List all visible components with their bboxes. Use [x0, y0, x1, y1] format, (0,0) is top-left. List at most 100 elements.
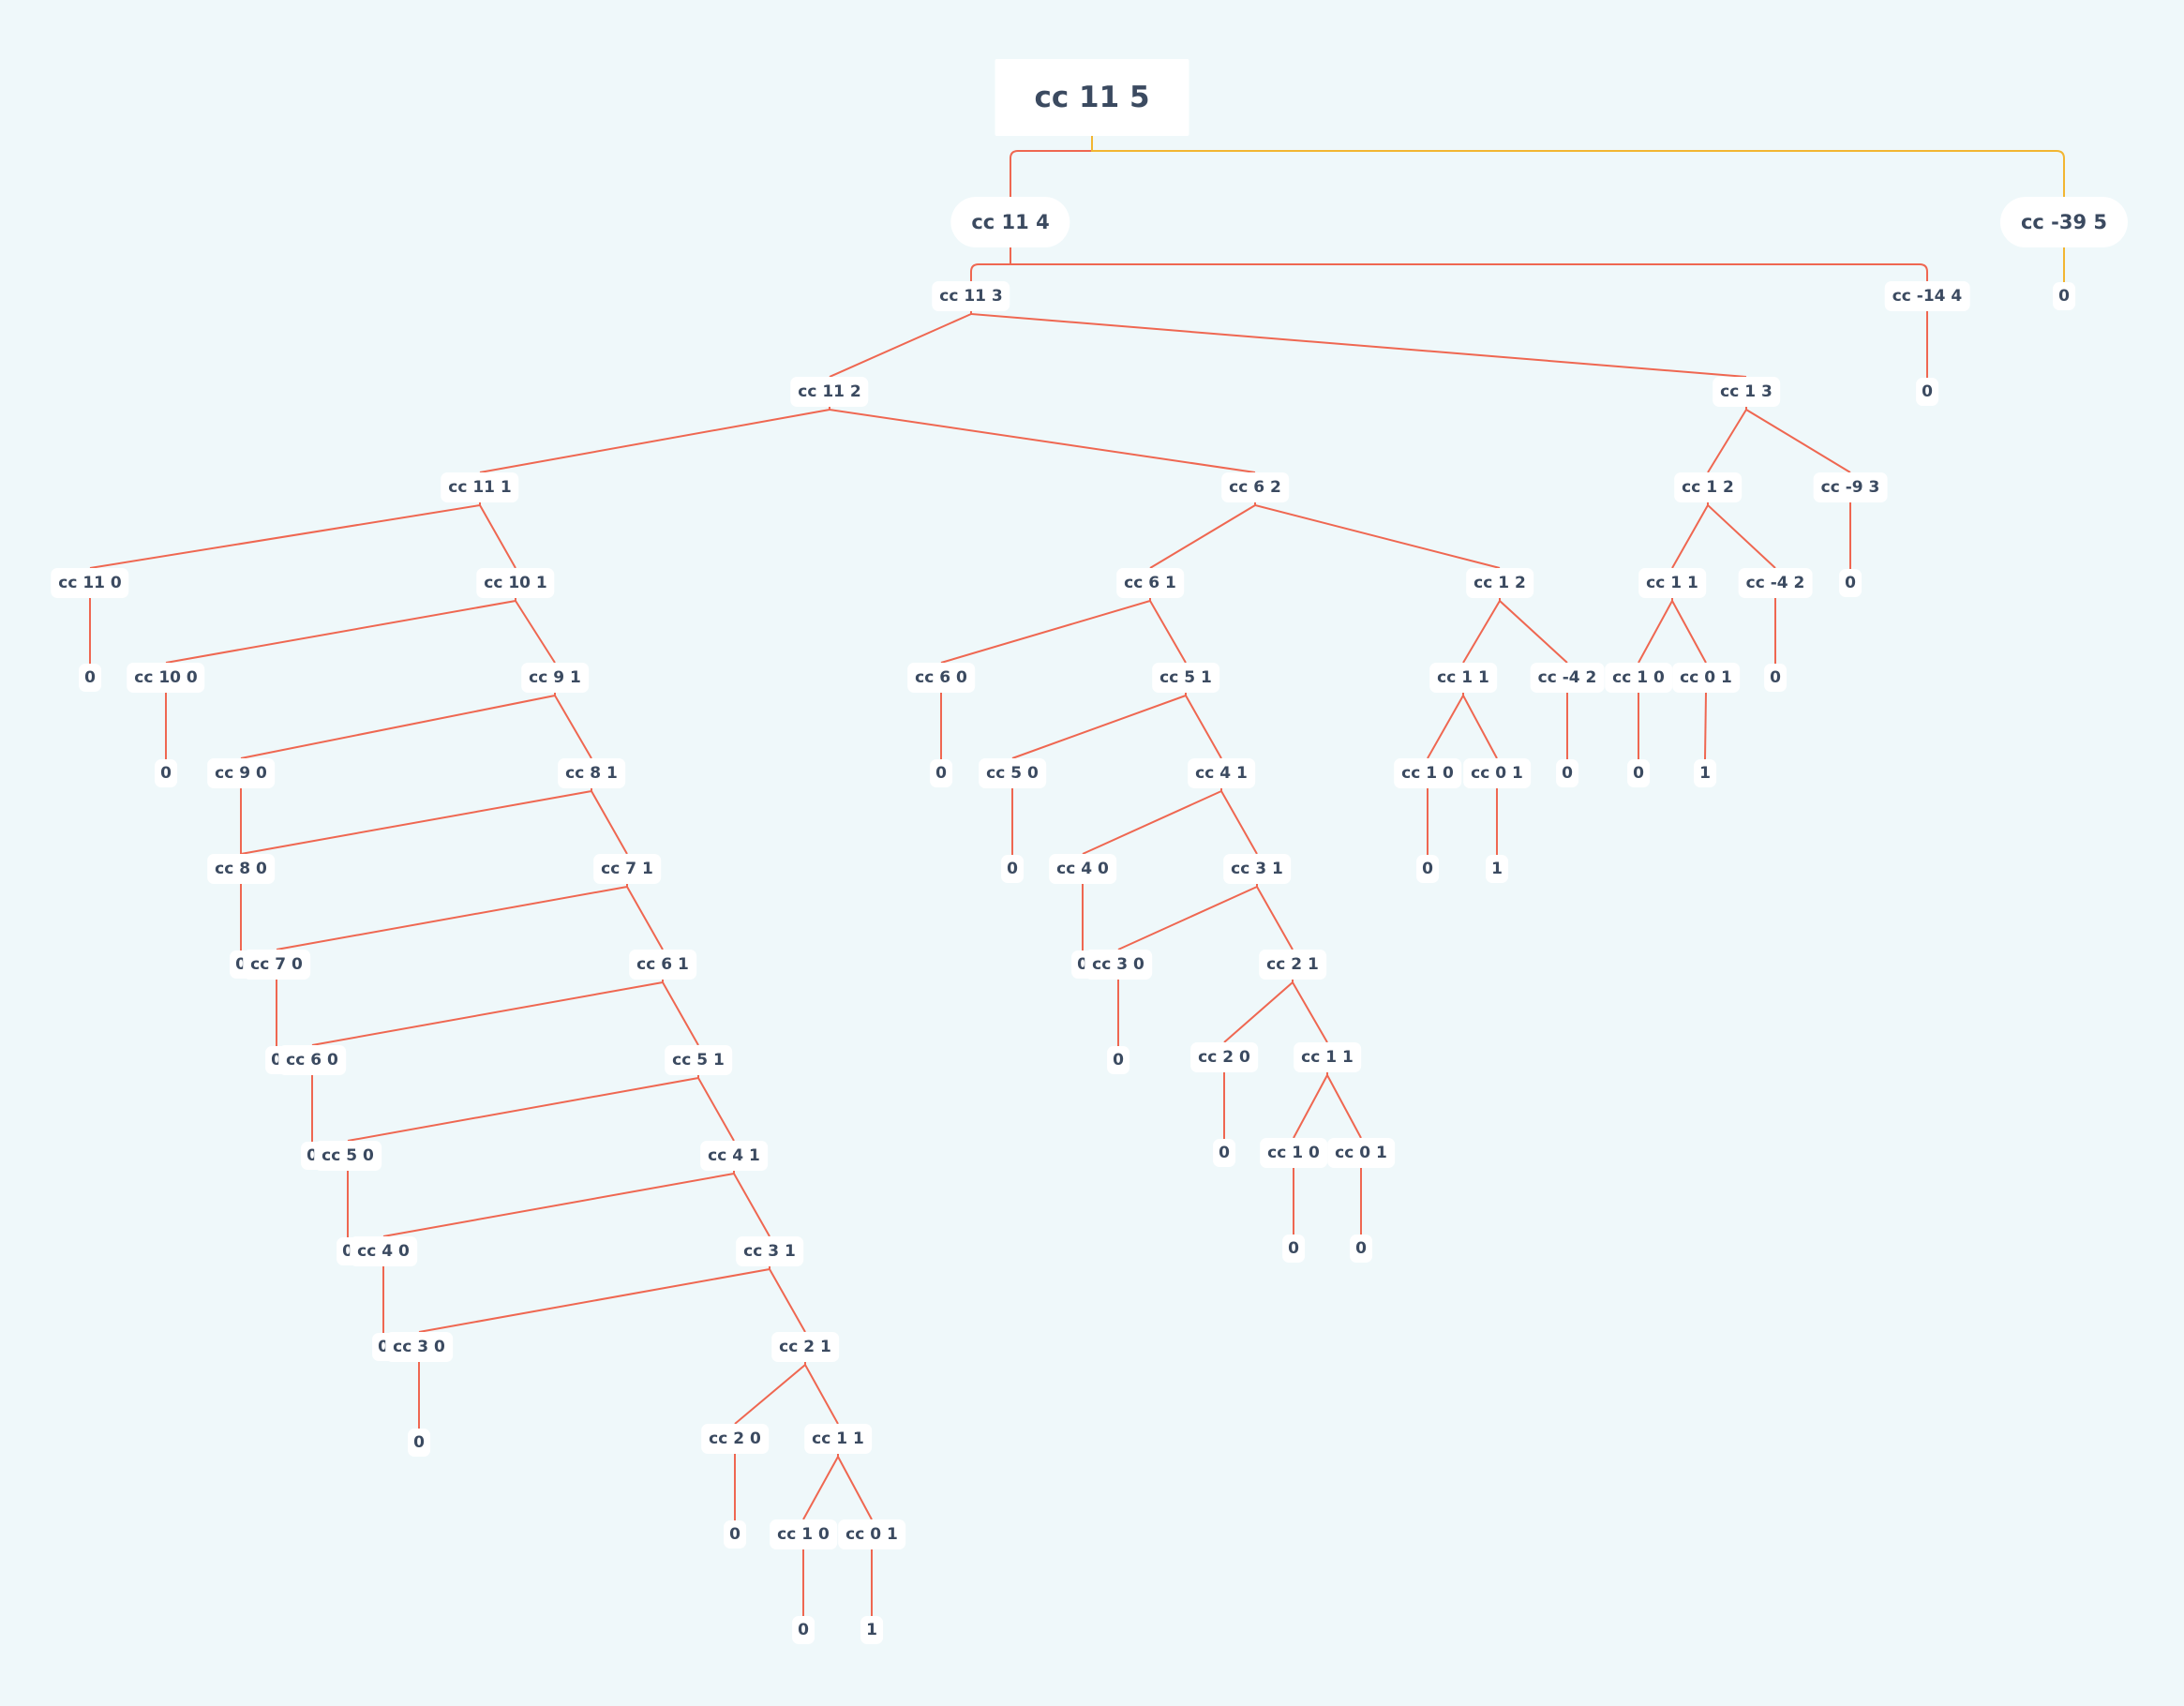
tree-node: cc 1 1: [1638, 568, 1706, 598]
tree-node: cc 1 0: [770, 1519, 837, 1549]
tree-node: cc -9 3: [1813, 472, 1888, 502]
tree-node: cc 3 0: [385, 1332, 453, 1362]
tree-edge: [1082, 788, 1222, 855]
leaf-node: 0: [1627, 759, 1650, 787]
tree-node: cc 3 1: [1223, 854, 1291, 884]
tree-edge: [479, 502, 516, 569]
tree-node: cc 11 2: [790, 377, 869, 407]
leaf-node: 0: [1107, 1046, 1129, 1074]
leaf-node: 0: [930, 759, 952, 787]
tree-node: cc 11 0: [51, 568, 129, 598]
leaf-node: 0: [1213, 1139, 1235, 1167]
tree-node: cc 7 0: [243, 950, 310, 980]
tree-edge: [1117, 884, 1258, 950]
tree-edge: [1707, 502, 1776, 569]
tree-edge: [802, 1454, 839, 1520]
tree-edge: [970, 247, 1011, 281]
tree-node: cc -4 2: [1530, 663, 1605, 693]
tree-node: cc 9 0: [207, 758, 275, 788]
tree-node: cc 2 1: [1259, 950, 1326, 980]
tree-edge: [1149, 502, 1256, 569]
leaf-node: 0: [2053, 282, 2075, 310]
tree-edge: [515, 598, 556, 664]
tree-node: cc 1 0: [1605, 663, 1672, 693]
tree-edge: [240, 693, 556, 759]
tree-node: cc 10 1: [476, 568, 555, 598]
tree-node: cc 6 1: [629, 950, 696, 980]
tree-node: cc 6 0: [278, 1045, 346, 1075]
tree-edge: [276, 884, 628, 950]
tree-node: cc 0 1: [1327, 1138, 1395, 1168]
tree-node: cc 1 1: [1294, 1042, 1361, 1072]
tree-node: cc 5 1: [665, 1045, 732, 1075]
tree-node: cc 5 0: [979, 758, 1046, 788]
tree-edge: [1462, 598, 1501, 664]
tree-node: cc 1 1: [1429, 663, 1497, 693]
tree-edge: [1707, 407, 1747, 473]
tree-edge: [662, 980, 699, 1046]
tree-node: cc 11 4: [950, 197, 1070, 247]
tree-node: cc 4 0: [350, 1236, 417, 1266]
tree-node: cc 1 1: [804, 1424, 872, 1454]
tree-edge: [1638, 598, 1673, 664]
tree-edge: [1091, 136, 2065, 197]
tree-node: cc 5 0: [314, 1141, 381, 1171]
tree-node: cc 7 1: [593, 854, 661, 884]
tree-node: cc 1 0: [1260, 1138, 1327, 1168]
leaf-node: 0: [1764, 664, 1787, 692]
tree-node: cc 0 1: [1463, 758, 1531, 788]
tree-node: cc 4 0: [1049, 854, 1116, 884]
root-node: cc 11 5: [995, 59, 1189, 136]
tree-node: cc 10 0: [127, 663, 205, 693]
tree-edge: [734, 1362, 806, 1425]
tree-edge: [418, 1266, 770, 1333]
tree-edge: [479, 407, 830, 473]
tree-node: cc 9 1: [521, 663, 589, 693]
tree-node: cc 2 0: [701, 1424, 769, 1454]
tree-node: cc 0 1: [838, 1519, 905, 1549]
tree-edge: [1254, 502, 1501, 569]
tree-edge: [1220, 788, 1258, 855]
tree-node: cc 4 1: [1188, 758, 1255, 788]
tree-edge: [591, 788, 628, 855]
tree-node: cc 11 1: [441, 472, 519, 502]
tree-node: cc 1 0: [1394, 758, 1461, 788]
leaf-node: 1: [1486, 855, 1508, 883]
leaf-node: 0: [1001, 855, 1024, 883]
tree-node: cc 1 2: [1466, 568, 1533, 598]
tree-edge: [347, 1075, 699, 1142]
tree-node: cc 6 0: [907, 663, 975, 693]
leaf-node: 0: [1916, 378, 1938, 406]
leaf-node: 0: [1556, 759, 1578, 787]
leaf-node: 0: [1282, 1235, 1305, 1263]
tree-edge: [697, 1075, 735, 1142]
tree-edge: [1745, 407, 1851, 473]
tree-node: cc 5 1: [1152, 663, 1219, 693]
leaf-node: 0: [408, 1429, 430, 1457]
tree-edge: [829, 407, 1256, 473]
tree-edge: [1223, 980, 1294, 1043]
tree-edge: [1671, 598, 1707, 664]
leaf-node: 0: [1416, 855, 1439, 883]
tree-node: cc 3 1: [736, 1236, 803, 1266]
tree-edge: [626, 884, 664, 950]
tree-node: cc 1 3: [1713, 377, 1780, 407]
tree-edge: [1011, 693, 1187, 759]
tree-node: cc 1 2: [1674, 472, 1742, 502]
leaf-node: 0: [1839, 569, 1862, 597]
leaf-node: 0: [724, 1520, 746, 1549]
tree-edge: [1010, 136, 1093, 197]
tree-node: cc 3 0: [1085, 950, 1152, 980]
leaf-node: 0: [1350, 1235, 1372, 1263]
tree-edge: [1462, 693, 1498, 759]
tree-edge: [1326, 1072, 1362, 1139]
leaf-node: 0: [79, 664, 101, 692]
tree-edge: [804, 1362, 839, 1425]
leaf-node: 1: [1694, 759, 1716, 787]
tree-node: cc 8 0: [207, 854, 275, 884]
tree-node: cc 0 1: [1672, 663, 1740, 693]
tree-edge: [940, 598, 1151, 664]
tree-node: cc -39 5: [1999, 197, 2129, 247]
